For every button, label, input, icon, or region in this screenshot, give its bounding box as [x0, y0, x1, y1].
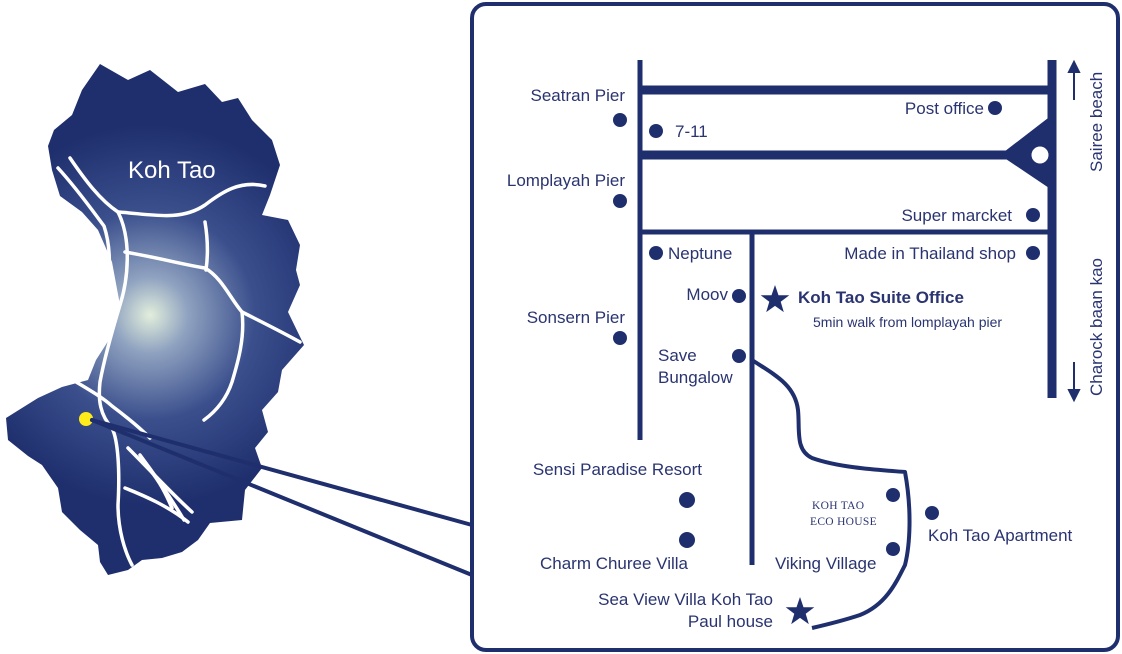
label-viking-village: Viking Village: [775, 554, 876, 573]
dot-neptune: [649, 246, 663, 260]
label-moov: Moov: [686, 285, 728, 304]
detail-streets: [637, 60, 1057, 630]
label-eco-line1: KOH TAO: [812, 500, 864, 512]
label-sea-view-line1: Sea View Villa Koh Tao: [598, 590, 773, 609]
label-save-line1: Save: [658, 346, 697, 365]
label-sensi-paradise: Sensi Paradise Resort: [533, 460, 702, 479]
label-charock-baan-kao: Charock baan kao: [1087, 258, 1106, 396]
location-highlight-dot: [79, 412, 93, 426]
label-koh-tao-apartment: Koh Tao Apartment: [928, 526, 1073, 545]
dot-eco-house: [886, 488, 900, 502]
dot-seatran-pier: [613, 113, 627, 127]
label-seatran-pier: Seatran Pier: [531, 86, 626, 105]
dot-save-bungalow: [732, 349, 746, 363]
label-super-market: Super marcket: [901, 206, 1012, 225]
pier-marker-icon: [62, 363, 72, 374]
street-diagonal: [1000, 115, 1052, 190]
island-roads: [56, 156, 302, 567]
dot-sensi-paradise: [679, 492, 695, 508]
arrow-up-icon: [1067, 59, 1081, 73]
arrow-down-icon: [1067, 389, 1081, 403]
dot-viking-village: [886, 542, 900, 556]
dot-charm-churee: [679, 532, 695, 548]
label-office-note: 5min walk from lomplayah pier: [813, 314, 1002, 330]
callout-lines: [90, 418, 474, 577]
label-sonsern-pier: Sonsern Pier: [527, 308, 626, 327]
dot-koh-tao-apartment: [925, 506, 939, 520]
label-neptune: Neptune: [668, 244, 732, 263]
detail-map-frame: [470, 2, 1120, 652]
map-labels: Seatran Pier 7-11 Post office Lomplayah …: [507, 72, 1106, 631]
label-sairee-beach: Sairee beach: [1087, 72, 1106, 172]
island-map: Koh Tao: [6, 64, 304, 575]
label-made-in-thailand: Made in Thailand shop: [844, 244, 1016, 263]
dot-lomplayah-pier: [613, 194, 627, 208]
direction-arrows: [1067, 59, 1081, 403]
dot-seven-eleven: [649, 124, 663, 138]
office-star-icon: [760, 285, 790, 313]
dot-super-market: [1026, 208, 1040, 222]
winding-road: [750, 358, 912, 630]
label-lomplayah-pier: Lomplayah Pier: [507, 171, 625, 190]
island-name: Koh Tao: [128, 157, 216, 184]
dot-sonsern-pier: [613, 331, 627, 345]
label-post-office: Post office: [905, 99, 984, 118]
roundabout-icon: [1028, 143, 1052, 167]
label-office-name: Koh Tao Suite Office: [798, 288, 964, 307]
location-dots: [613, 101, 1040, 556]
sea-view-star-icon: [785, 597, 815, 625]
label-save-line2: Bungalow: [658, 368, 733, 387]
island-shape: [6, 64, 304, 575]
dot-made-in-thailand: [1026, 246, 1040, 260]
label-eco-line2: ECO HOUSE: [810, 516, 877, 528]
label-charm-churee: Charm Churee Villa: [540, 554, 689, 573]
dot-moov: [732, 289, 746, 303]
label-seven-eleven: 7-11: [675, 122, 708, 141]
label-sea-view-line2: Paul house: [688, 612, 773, 631]
dot-post-office: [988, 101, 1002, 115]
